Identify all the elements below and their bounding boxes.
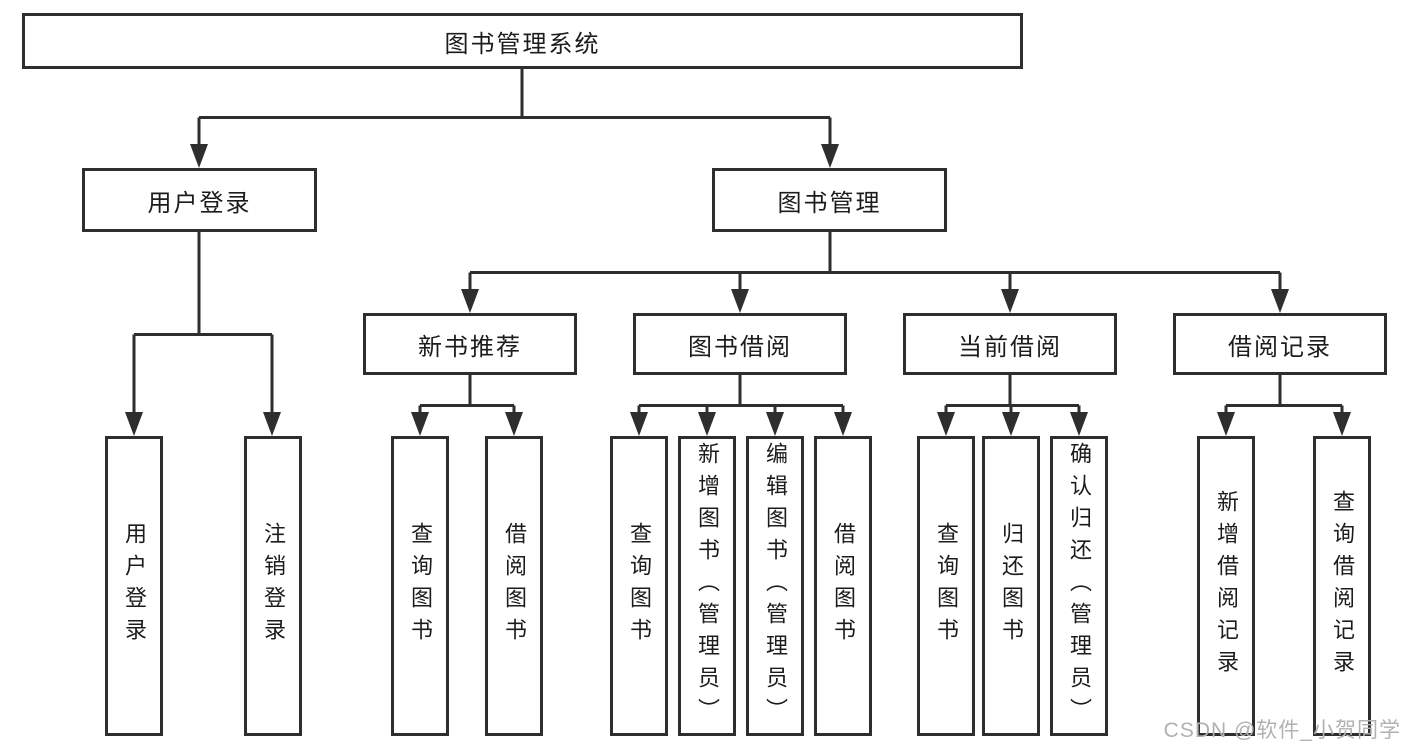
csdn-watermark: CSDN @软件_小贺同学 xyxy=(1163,719,1401,742)
node-new-book-recommendation: 新书推荐 xyxy=(363,313,577,375)
leaf-add-books-admin: 新增图书（管理员） xyxy=(678,436,736,736)
leaf-add-borrow-record: 新增借阅记录 xyxy=(1197,436,1255,736)
node-current-borrowing: 当前借阅 xyxy=(903,313,1117,375)
leaf-logout-login: 注销登录 xyxy=(244,436,302,736)
node-user-login: 用户登录 xyxy=(82,168,317,232)
node-book-management: 图书管理 xyxy=(712,168,947,232)
connector-recommendation-to-leaves xyxy=(418,375,516,414)
node-borrowing-records: 借阅记录 xyxy=(1173,313,1387,375)
connector-user-login-to-leaves xyxy=(132,232,274,414)
connector-records-to-leaves xyxy=(1224,375,1344,414)
leaf-return-books: 归还图书 xyxy=(982,436,1040,736)
leaf-borrow-books: 借阅图书 xyxy=(814,436,872,736)
node-library-management-system: 图书管理系统 xyxy=(22,13,1023,69)
connector-book-management-to-level3 xyxy=(468,232,1282,291)
leaf-borrow-books-recommend: 借阅图书 xyxy=(485,436,543,736)
leaf-search-borrow-record: 查询借阅记录 xyxy=(1313,436,1371,736)
leaf-edit-books-admin: 编辑图书（管理员） xyxy=(746,436,804,736)
connector-borrowing-to-leaves xyxy=(637,375,845,414)
node-book-borrowing: 图书借阅 xyxy=(633,313,847,375)
connector-root-to-level2 xyxy=(197,69,832,146)
leaf-user-login: 用户登录 xyxy=(105,436,163,736)
leaf-search-books-current: 查询图书 xyxy=(917,436,975,736)
leaf-confirm-return-admin: 确认归还（管理员） xyxy=(1050,436,1108,736)
leaf-search-books-recommend: 查询图书 xyxy=(391,436,449,736)
leaf-search-books-borrowing: 查询图书 xyxy=(610,436,668,736)
connector-current-borrowing-to-leaves xyxy=(944,375,1081,414)
